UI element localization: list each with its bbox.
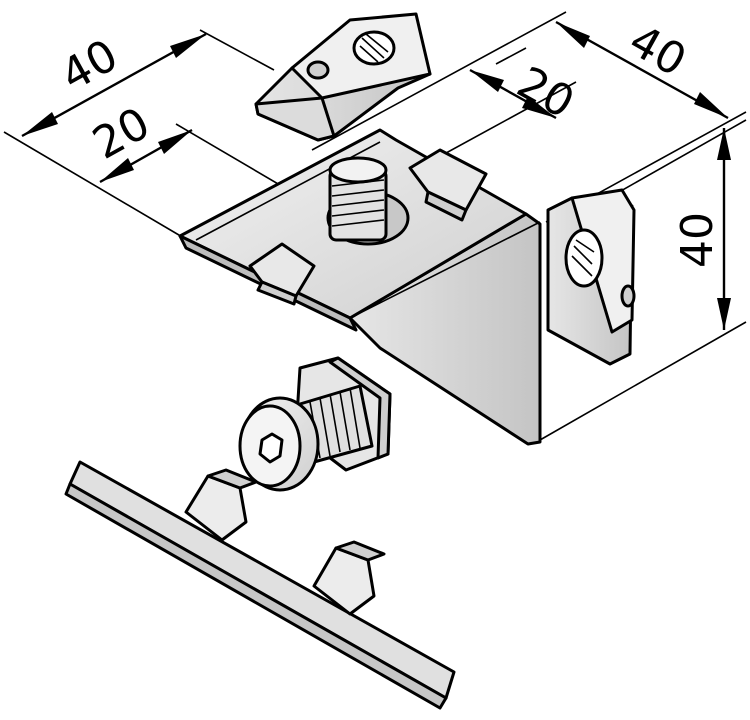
arrowhead (170, 34, 206, 58)
arrowhead (470, 70, 504, 92)
alignment-tab (408, 148, 488, 212)
extension-line-height-bottom (539, 321, 747, 441)
threaded-stud (328, 156, 388, 242)
cover-strip-body (68, 460, 456, 700)
extension-line-40-left-b (199, 29, 275, 71)
button-head-screw (238, 356, 392, 492)
arrowhead (100, 158, 134, 182)
arrowhead (694, 92, 728, 118)
dimension-label-20-left: 20 (85, 98, 159, 170)
cover-strip (64, 460, 456, 710)
cover-peg (312, 546, 376, 616)
t-nut-top (254, 12, 432, 142)
arrowhead (22, 112, 58, 136)
cover-peg (184, 474, 248, 542)
spring-ball (620, 284, 636, 308)
arrowhead (158, 130, 192, 154)
dimension-label-40-left: 40 (53, 30, 127, 102)
spring-ball (306, 60, 330, 80)
hex-socket (258, 432, 284, 464)
arrowhead (556, 22, 590, 48)
arrowhead (717, 128, 731, 160)
extension-line-20-right-b (495, 47, 527, 65)
extension-line-40-right-a (311, 11, 567, 151)
dimension-label-40-right: 40 (621, 15, 695, 87)
dimension-label-20-right: 20 (509, 57, 583, 129)
arrowhead (717, 298, 731, 330)
extension-line-40-left-a (3, 131, 185, 239)
threaded-hole (564, 228, 604, 288)
dimension-label-height: 40 (672, 212, 723, 268)
arrowhead (522, 96, 556, 118)
t-nut-right (546, 188, 636, 366)
